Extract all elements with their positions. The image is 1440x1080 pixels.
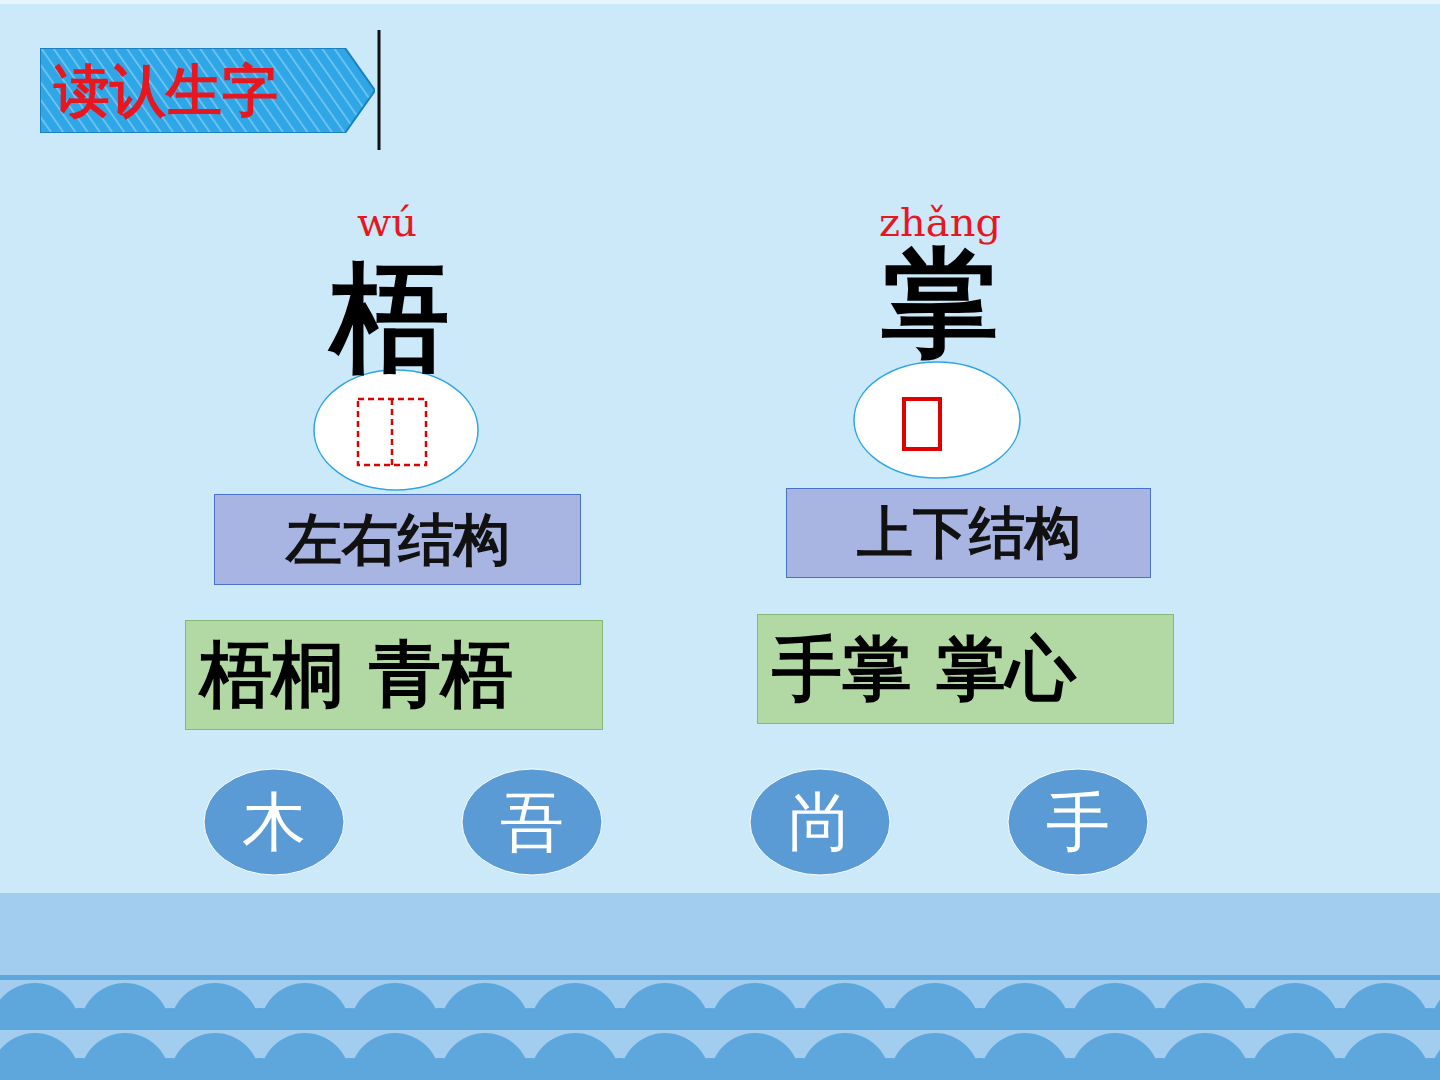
grid-ellipse: [854, 362, 1020, 478]
component-circle: 尚: [749, 768, 891, 876]
component-circle: 吾: [461, 768, 603, 876]
top-edge: [0, 0, 1440, 4]
word-box-text: 梧桐 青梧: [200, 635, 513, 714]
word-box-text: 手掌 掌心: [772, 631, 1076, 708]
title-banner-text: 读认生字: [54, 60, 278, 122]
pinyin: zhǎng: [879, 202, 1001, 242]
cursor-line: [378, 30, 381, 150]
pinyin: wú: [357, 202, 417, 242]
component-circle-text: 吾: [500, 787, 564, 857]
structure-box: 左右结构: [214, 494, 581, 585]
word-box: 手掌 掌心: [757, 614, 1174, 724]
writing-grid: [358, 399, 426, 465]
component-circle-text: 木: [242, 787, 306, 857]
structure-box-text: 上下结构: [857, 502, 1081, 564]
component-circle: 木: [203, 768, 345, 876]
big-character: 掌: [881, 244, 999, 362]
writing-grid-line: [391, 399, 394, 465]
structure-box: 上下结构: [786, 488, 1151, 578]
title-banner: 读认生字: [40, 48, 375, 133]
bottom-band: [0, 893, 1440, 1080]
word-box: 梧桐 青梧: [185, 620, 603, 730]
big-character: 梧: [331, 258, 449, 376]
component-circle-text: 尚: [788, 787, 852, 857]
missing-glyph-box: [904, 399, 940, 449]
wave-scales: [0, 975, 1440, 1080]
component-circle-text: 手: [1046, 787, 1110, 857]
component-circle: 手: [1007, 768, 1149, 876]
grid-ellipse: [314, 370, 478, 490]
structure-box-text: 左右结构: [286, 509, 510, 571]
